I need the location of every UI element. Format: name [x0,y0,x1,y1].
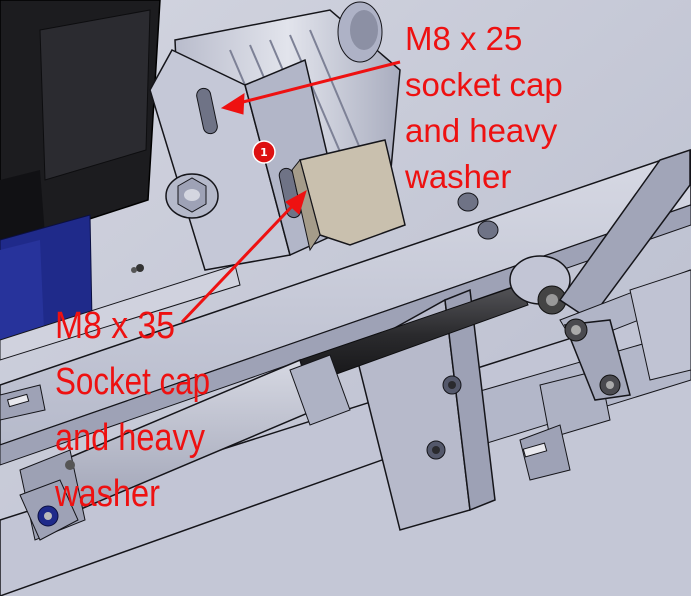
bottom-callout-line-1: M8 x 35 [55,305,175,347]
numbered-marker: 1 [252,140,276,164]
bottom-callout-line-4: washer [54,473,160,515]
thin-rail [0,264,241,361]
hex-bolt-head [165,173,219,219]
clevis-nut [19,460,79,541]
marker-label: 1 [260,146,268,159]
bottom-callout-arrow-shaft [180,198,300,324]
rod-end-linkage [509,148,691,401]
small-hole [136,264,144,272]
top-callout-arrowhead [220,93,245,115]
bottom-callout-arrowhead [285,189,307,215]
top-callout-line-1: M8 x 25 [405,20,522,57]
top-callout-line-3: and heavy [405,112,558,149]
top-callout-text: M8 x 25 socket cap and heavy washer [404,20,563,195]
bottom-callout-text: M8 x 35 Socket cap and heavy washer [54,305,210,515]
stepper-motor [0,0,161,346]
bottom-callout-line-3: and heavy [55,417,205,459]
top-callout-line-4: washer [404,158,511,195]
callout-arrows [180,60,401,324]
upper-slot [196,87,218,135]
top-callout-line-2: socket cap [405,66,563,103]
upper-diagonal-beam [0,149,691,446]
bottom-callout-line-2: Socket cap [55,361,210,403]
top-callout-arrow-shaft [234,60,401,106]
